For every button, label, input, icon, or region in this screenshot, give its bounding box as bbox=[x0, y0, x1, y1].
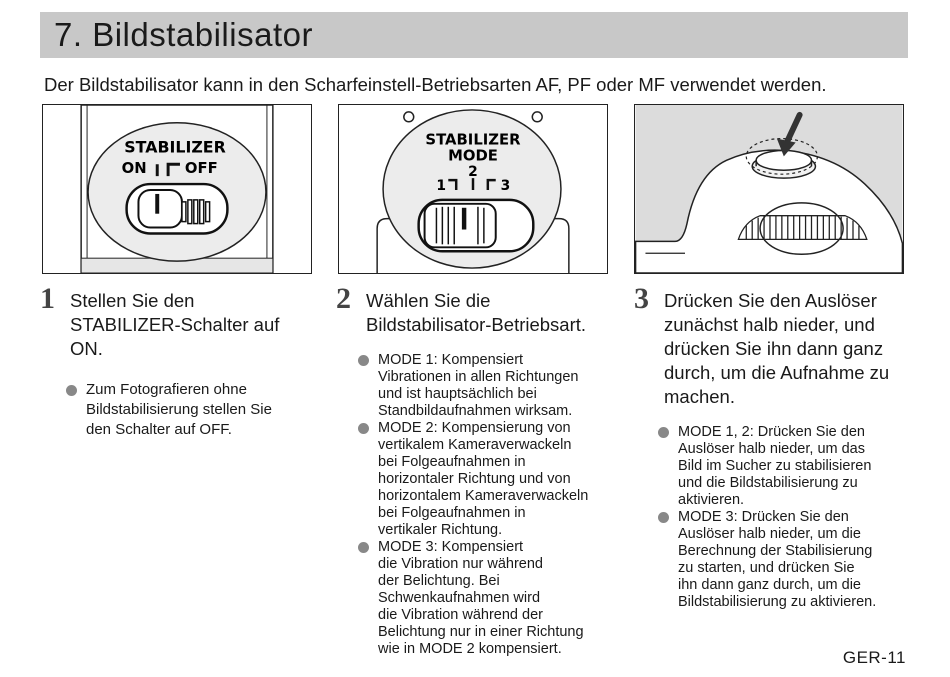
page-number: GER-11 bbox=[842, 648, 906, 667]
step-3-bullets: MODE 1, 2: Drücken Sie den Auslöser halb… bbox=[658, 424, 876, 611]
bullet-line: Schwenkaufnahmen wird bbox=[378, 590, 541, 606]
step-1-text: Stellen Sie den STABILIZER-Schalter auf … bbox=[70, 289, 279, 361]
figure-stabilizer-mode-switch: STABILIZER MODE 2 1 3 bbox=[338, 104, 608, 274]
bullet-line: Standbildaufnahmen wirksam. bbox=[378, 403, 573, 419]
label-stabilizer: STABILIZER bbox=[124, 137, 225, 156]
bullet-line: horizontalem Kameraverwackeln bbox=[378, 488, 589, 504]
step-2-text: Wählen Sie die Bildstabilisator-Betriebs… bbox=[366, 289, 586, 337]
step-number-1: 1 bbox=[40, 282, 55, 315]
bullet-line: Bild im Sucher zu stabilisieren bbox=[678, 458, 872, 474]
bullet-line: Vibrationen in allen Richtungen bbox=[378, 369, 579, 385]
bullet-line: Auslöser halb nieder, um die bbox=[678, 526, 861, 542]
bullet-line: und ist hauptsächlich bei bbox=[378, 386, 537, 402]
bullet-dot-icon bbox=[66, 385, 77, 396]
bullet-dot-icon bbox=[358, 355, 369, 366]
label-mode-2: 2 bbox=[468, 164, 478, 180]
bullet-dot-icon bbox=[358, 423, 369, 434]
figure-shutter-release bbox=[634, 104, 904, 274]
bullet-line: vertikalem Kameraverwackeln bbox=[378, 437, 572, 453]
bullet-dot-icon bbox=[658, 427, 669, 438]
bullet-line: die Vibration während der bbox=[378, 607, 543, 623]
step-2-bullets: MODE 1: Kompensiert Vibrationen in allen… bbox=[358, 352, 588, 658]
label-mode: MODE bbox=[448, 147, 498, 164]
bullet-line: Berechnung der Stabilisierung bbox=[678, 543, 873, 559]
bullet-line: die Vibration nur während bbox=[378, 556, 543, 572]
label-mode-3: 3 bbox=[501, 178, 511, 194]
step-3-line: Drücken Sie den Auslöser bbox=[664, 290, 877, 311]
stabilizer-mode-illustration: STABILIZER MODE 2 1 3 bbox=[339, 105, 607, 273]
bullet-line: vertikaler Richtung. bbox=[378, 522, 503, 538]
bullet-line: zu starten, und drücken Sie bbox=[678, 560, 855, 576]
step-1-line: STABILIZER-Schalter auf bbox=[70, 314, 280, 335]
bullet-line: Zum Fotografieren ohne bbox=[86, 381, 247, 398]
stabilizer-switch-illustration: STABILIZER ON OFF bbox=[80, 105, 274, 273]
bullet-item: MODE 1, 2: Drücken Sie den Auslöser halb… bbox=[658, 424, 876, 509]
step-1-line: Stellen Sie den bbox=[70, 290, 195, 311]
bullet-dot-icon bbox=[658, 512, 669, 523]
bullet-line: wie in MODE 2 kompensiert. bbox=[378, 641, 562, 657]
shutter-release-illustration bbox=[635, 105, 903, 273]
bullet-line: Belichtung nur in einer Richtung bbox=[378, 624, 584, 640]
bullet-item: MODE 2: Kompensierung von vertikalem Kam… bbox=[358, 420, 588, 539]
bullet-line: Bildstabilisierung stellen Sie bbox=[86, 401, 272, 418]
label-on: ON bbox=[122, 160, 147, 177]
step-3-text: Drücken Sie den Auslöser zunächst halb n… bbox=[664, 289, 889, 409]
step-3-line: durch, um die Aufnahme zu bbox=[664, 362, 890, 383]
step-2-line: Bildstabilisator-Betriebsart. bbox=[366, 314, 587, 335]
figure-stabilizer-switch: STABILIZER ON OFF bbox=[42, 104, 312, 274]
bullet-line: horizontaler Richtung und von bbox=[378, 471, 571, 487]
step-3-line: machen. bbox=[664, 386, 735, 407]
bullet-line: Auslöser halb nieder, um das bbox=[678, 441, 865, 457]
step-3-line: zunächst halb nieder, und bbox=[664, 314, 875, 335]
section-title: 7. Bildstabilisator bbox=[54, 16, 313, 53]
bullet-line: MODE 1, 2: Drücken Sie den bbox=[678, 424, 865, 440]
bullet-item: MODE 1: Kompensiert Vibrationen in allen… bbox=[358, 352, 588, 420]
bullet-line: MODE 3: Drücken Sie den bbox=[678, 509, 849, 525]
label-mode-1: 1 bbox=[436, 178, 446, 194]
step-number-2: 2 bbox=[336, 282, 351, 315]
bullet-line: bei Folgeaufnahmen in bbox=[378, 505, 526, 521]
bullet-line: ihn dann ganz durch, um die bbox=[678, 577, 861, 593]
bullet-item: Zum Fotografieren ohne Bildstabilisierun… bbox=[66, 380, 272, 440]
bullet-line: aktivieren. bbox=[678, 492, 745, 508]
step-number-3: 3 bbox=[634, 282, 649, 315]
bullet-line: MODE 2: Kompensierung von bbox=[378, 420, 571, 436]
bullet-line: der Belichtung. Bei bbox=[378, 573, 500, 589]
step-1-line: ON. bbox=[70, 338, 103, 359]
bullet-line: MODE 3: Kompensiert bbox=[378, 539, 524, 555]
bullet-item: MODE 3: Kompensiert die Vibration nur wä… bbox=[358, 539, 588, 658]
bullet-line: Bildstabilisierung zu aktivieren. bbox=[678, 594, 877, 610]
bullet-line: und die Bildstabilisierung zu bbox=[678, 475, 858, 491]
section-title-bar: 7. Bildstabilisator bbox=[40, 12, 908, 58]
bullet-dot-icon bbox=[358, 542, 369, 553]
bullet-line: MODE 1: Kompensiert bbox=[378, 352, 524, 368]
bullet-line: den Schalter auf OFF. bbox=[86, 421, 232, 438]
bullet-item: MODE 3: Drücken Sie den Auslöser halb ni… bbox=[658, 509, 876, 611]
intro-text: Der Bildstabilisator kann in den Scharfe… bbox=[44, 74, 827, 95]
bullet-line: bei Folgeaufnahmen in bbox=[378, 454, 526, 470]
label-stabilizer: STABILIZER bbox=[425, 132, 521, 149]
step-2-line: Wählen Sie die bbox=[366, 290, 491, 311]
step-3-line: drücken Sie ihn dann ganz bbox=[664, 338, 884, 359]
label-off: OFF bbox=[185, 160, 218, 177]
step-1-bullets: Zum Fotografieren ohne Bildstabilisierun… bbox=[66, 380, 272, 440]
